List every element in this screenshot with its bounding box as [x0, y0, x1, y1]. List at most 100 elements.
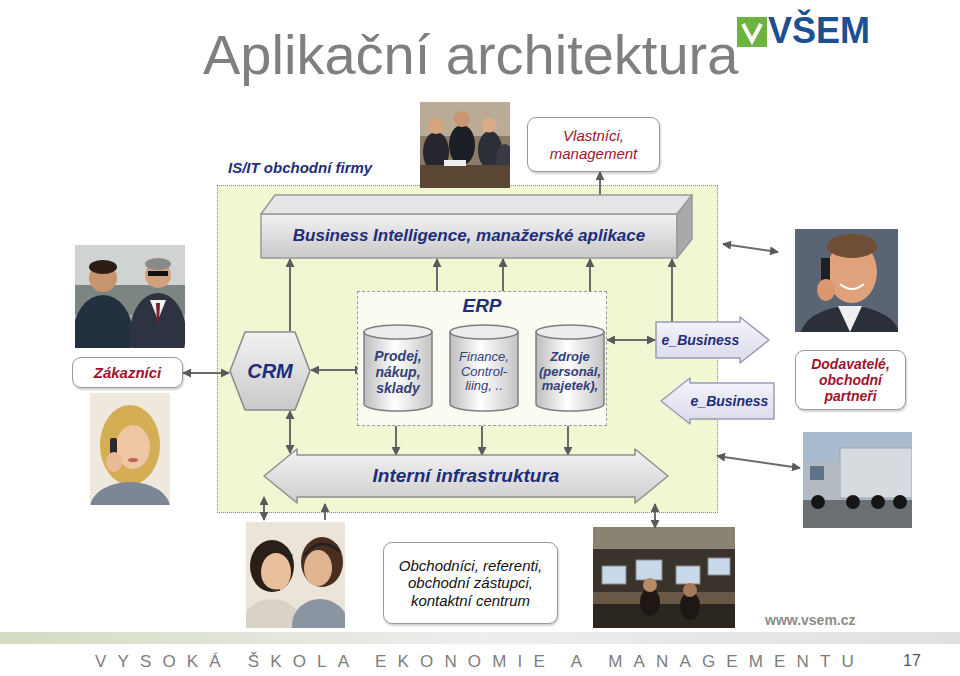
- stakeholder-box: Zákazníci: [72, 357, 183, 388]
- double-arrow-outline: [264, 449, 668, 503]
- connector-arrow: [183, 372, 229, 374]
- meeting-photo: [420, 102, 510, 188]
- erp-group: ERP Prodej, nákup, sklady Finance, Control…: [357, 291, 607, 426]
- url-text-holder: www.vsem.cz: [765, 612, 856, 629]
- call-centre-photo: [261, 553, 291, 591]
- customers-photo: [145, 258, 171, 270]
- partner-photo: [795, 229, 898, 332]
- call-centre-photo: [304, 550, 332, 586]
- logo-icon: [737, 17, 767, 47]
- office-photo: [593, 527, 735, 628]
- call-centre-photo: [260, 578, 280, 590]
- connector-arrow: [436, 259, 438, 291]
- footer-band: [0, 632, 960, 644]
- node-label: Obchodníci, referenti, obchodní zástupci…: [396, 557, 545, 609]
- connector-arrow: [502, 259, 504, 291]
- page-number-holder: 17: [903, 651, 921, 670]
- band-side: [677, 195, 692, 258]
- woman-phone-photo: [128, 458, 138, 462]
- band-top: [261, 195, 692, 214]
- node-label: e_Business: [659, 332, 742, 348]
- bi-layer-band: Business Intelligence, manažerské aplika…: [259, 194, 693, 259]
- office-photo: [676, 566, 700, 584]
- logo-icon: [743, 24, 761, 41]
- stakeholder-box: Dodavatelé, obchodní partneři: [795, 350, 906, 410]
- office-photo: [636, 560, 662, 580]
- partner-photo: [800, 306, 898, 332]
- connector-arrow: [289, 411, 291, 453]
- cylinder-top: [450, 325, 518, 339]
- logo-text-holder: VŠEM: [768, 11, 870, 51]
- customers-photo: [130, 293, 185, 348]
- truck-photo: [840, 448, 912, 498]
- meeting-photo: [428, 118, 444, 134]
- office-photo: [643, 578, 657, 592]
- slide-title-holder: Aplikační architektura: [203, 24, 738, 86]
- ebusiness-arrow: e_Business: [660, 377, 775, 425]
- meeting-photo: [449, 125, 475, 165]
- customers-photo: [75, 245, 185, 348]
- photo-arrow: [717, 456, 800, 468]
- partner-photo: [827, 234, 877, 258]
- node-label: Interní infrastruktura: [299, 465, 633, 487]
- customers-photo: [148, 271, 168, 276]
- photo-arrow: [324, 504, 326, 520]
- module-cylinder: Prodej, nákup, sklady: [363, 324, 433, 412]
- call-centre-photo: [301, 537, 343, 587]
- group-heading: IS/IT obchodní firmy: [228, 159, 727, 176]
- truck-photo: [803, 432, 912, 528]
- truck-photo: [806, 462, 840, 500]
- node-label: Dodavatelé, obchodní partneři: [804, 356, 897, 404]
- stakeholder-box: Obchodníci, referenti, obchodní zástupci…: [383, 542, 558, 624]
- customers-photo: [75, 295, 133, 348]
- truck-photo: [811, 495, 825, 509]
- node-label: Prodej, nákup, sklady: [366, 348, 430, 396]
- photo-arrow: [263, 497, 265, 520]
- photo-arrow: [264, 244, 800, 528]
- call-centre-photo: [304, 544, 340, 556]
- footer-text: VYSOKÁ ŠKOLA EKONOMIE A MANAGEMENTU: [95, 652, 865, 672]
- woman-phone-photo: [106, 452, 122, 472]
- connector-arrow: [395, 412, 397, 455]
- woman-phone-photo: [90, 393, 170, 505]
- customers-photo: [89, 260, 117, 274]
- truck-photo: [803, 432, 912, 528]
- arrow-outline: [656, 317, 769, 363]
- module-cylinder: Finance, Control- liing, ..: [449, 324, 519, 412]
- office-photo: [683, 583, 697, 597]
- meeting-photo: [454, 111, 470, 127]
- node-label: e_Business: [688, 393, 771, 409]
- office-photo: [593, 604, 735, 628]
- arrow-outline: [661, 378, 774, 424]
- connector-arrow: [289, 259, 291, 331]
- meeting-photo: [420, 165, 510, 188]
- call-centre-photo: [292, 599, 345, 628]
- truck-photo: [871, 495, 885, 509]
- logo-icon: [737, 17, 767, 47]
- hexagon-outline: [230, 332, 310, 410]
- meeting-photo: [420, 102, 510, 188]
- cylinder-body: [364, 332, 432, 411]
- connector-arrow: [589, 259, 591, 291]
- module-cylinder: Zdroje (personál, majetek),: [535, 324, 605, 412]
- band-front: [261, 214, 677, 258]
- meeting-photo: [482, 118, 497, 133]
- connector-arrow: [607, 339, 655, 341]
- office-photo: [708, 558, 730, 575]
- partner-photo: [840, 284, 864, 289]
- connector-arrow: [311, 369, 363, 371]
- photo-arrow: [654, 504, 656, 528]
- call-centre-photo: [250, 540, 294, 592]
- stakeholder-box: Vlastníci, management: [527, 117, 660, 172]
- system-region: IS/IT obchodní firmyBusiness Intelligenc…: [217, 185, 718, 513]
- cylinder-body: [450, 332, 518, 411]
- crm-hexagon: CRM: [229, 331, 311, 411]
- customers-photo: [156, 303, 160, 322]
- meeting-photo: [444, 160, 466, 166]
- connector-arrow: [599, 172, 601, 195]
- call-centre-photo: [256, 547, 292, 560]
- woman-phone-photo: [90, 482, 170, 505]
- group-heading: ERP: [358, 295, 606, 317]
- node-label: Finance, Control- liing, ..: [452, 350, 516, 395]
- node-label: CRM: [245, 360, 295, 383]
